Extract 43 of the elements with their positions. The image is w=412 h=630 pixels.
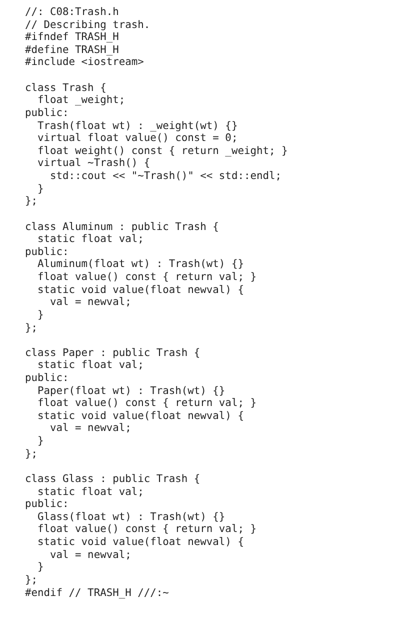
code-line: static float val; xyxy=(36,359,144,372)
code-line: static float val; xyxy=(36,486,144,498)
code-line: virtual ~Trash() { xyxy=(36,157,150,170)
code-line: float value() const { return val; } xyxy=(36,397,256,410)
code-line: static float val; xyxy=(36,233,144,246)
code-line: #ifndef TRASH_H xyxy=(25,31,119,44)
code-line: val = newval; xyxy=(49,422,132,434)
code-line: std::cout << "~Trash()" << std::endl; xyxy=(49,170,282,182)
code-line: #include <iostream> xyxy=(25,56,144,68)
code-line: public: xyxy=(25,498,69,510)
code-line: float _weight; xyxy=(36,94,126,106)
code-line: } xyxy=(36,561,44,574)
code-line: static void value(float newval) { xyxy=(36,284,244,296)
code-line: } xyxy=(36,435,44,448)
code-line: } xyxy=(36,308,44,321)
code-line: val = newval; xyxy=(49,296,132,308)
code-line: // Describing trash. xyxy=(25,18,150,31)
code-line: static void value(float newval) { xyxy=(36,410,244,422)
code-line: Paper(float wt) : Trash(wt) {} xyxy=(36,384,226,397)
code-line: }; xyxy=(25,322,38,334)
code-line: Trash(float wt) : _weight(wt) {} xyxy=(36,120,238,132)
code-line: class Paper : public Trash { xyxy=(25,346,200,359)
code-line: Aluminum(float wt) : Trash(wt) {} xyxy=(36,258,244,270)
code-line: float weight() const { return _weight; } xyxy=(36,144,288,157)
code-line: class Trash { xyxy=(25,82,106,94)
code-line: #endif // TRASH_H ///:~ xyxy=(25,586,169,599)
code-line: }; xyxy=(25,574,38,586)
code-line: class Glass : public Trash { xyxy=(25,472,200,485)
code-line: public: xyxy=(25,372,69,384)
code-line: //: C08:Trash.h xyxy=(25,6,119,18)
code-line: #define TRASH_H xyxy=(25,44,119,56)
code-line: } xyxy=(36,182,44,195)
code-line: class Aluminum : public Trash { xyxy=(25,220,219,233)
code-line: public: xyxy=(25,246,69,258)
code-line: }; xyxy=(25,448,38,460)
code-line: public: xyxy=(25,106,69,119)
code-line: static void value(float newval) { xyxy=(36,536,244,548)
code-line: float value() const { return val; } xyxy=(36,271,256,284)
code-line: float value() const { return val; } xyxy=(36,523,256,536)
code-line: }; xyxy=(25,195,38,208)
code-line: val = newval; xyxy=(49,548,132,561)
code-line: virtual float value() const = 0; xyxy=(36,132,238,144)
code-line: Glass(float wt) : Trash(wt) {} xyxy=(36,510,226,523)
